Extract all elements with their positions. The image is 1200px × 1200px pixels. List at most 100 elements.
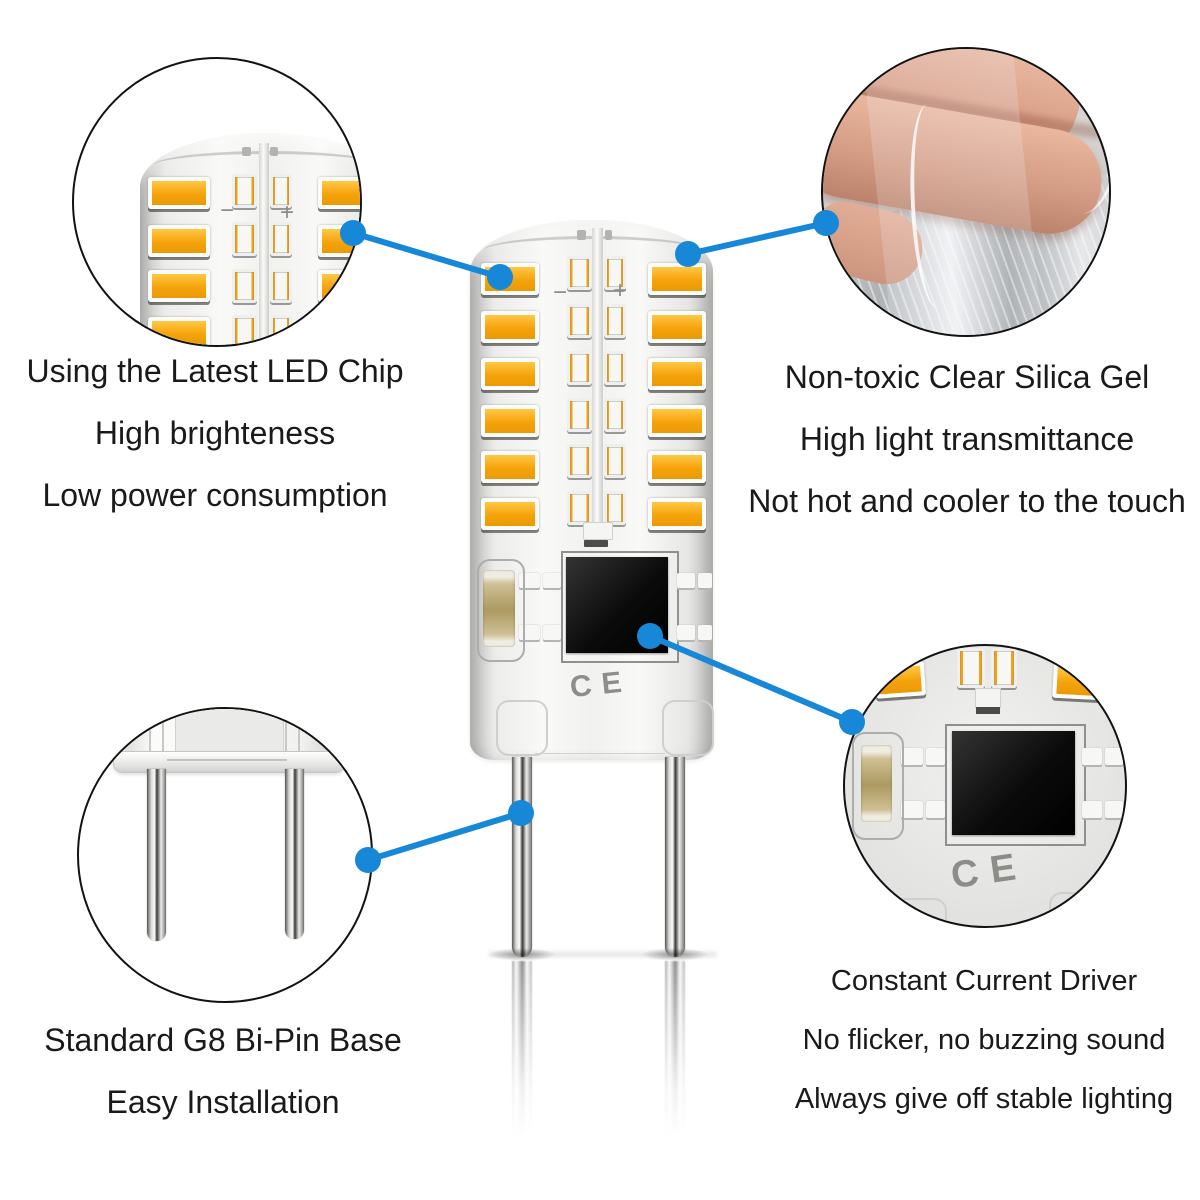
led-chip [318,177,360,209]
capacitor-outline [477,559,525,662]
led-chip [873,661,927,699]
feature-line: Not hot and cooler to the touch [748,483,1186,519]
base-cutout [662,700,714,756]
base-cutout [891,898,947,926]
capacitor [483,570,515,647]
capacitor [861,745,892,822]
feature-line: Standard G8 Bi-Pin Base [44,1022,402,1058]
led-chip [481,358,539,390]
chip-leg [926,801,945,818]
bulb-top-notch [577,230,586,240]
pin-magnified-right [285,769,304,939]
led-chip-side [567,351,592,385]
led-chip [648,263,706,295]
led-chip-side [604,398,626,432]
chip-leg [698,573,712,588]
led-chip [648,498,706,530]
led-chip [481,311,539,343]
chip-leg [901,748,923,765]
chip-leg [901,801,923,818]
floor-shadow [489,952,717,957]
pin-reflection [665,961,685,1136]
led-chip [481,498,539,530]
feature-text-led-chip: Using the Latest LED Chip High brightene… [0,354,430,540]
connector-bipin-base [355,800,534,873]
led-chip [648,405,706,437]
bulb-gloss-line [154,151,360,180]
led-chip-side [567,256,592,290]
feature-line: Always give off stable lighting [794,1083,1174,1115]
feature-line: High light transmittance [799,421,1135,457]
driver-chip [566,557,668,653]
base-panel [175,709,284,754]
led-chip-side [957,648,985,688]
led-chip-side [270,222,292,256]
led-chip-side [232,222,257,256]
pin-magnified-left [147,769,166,941]
chip-leg [698,625,712,640]
chip-leg [926,748,945,765]
base-ledge [113,751,345,773]
chip-leg [1082,748,1102,765]
led-chip [318,225,360,257]
led-chip-side [270,269,292,303]
led-chip-side [232,174,257,208]
strip-end-cap [584,540,608,547]
led-chip [148,317,210,345]
led-chip-side [270,174,292,208]
led-chip [648,311,706,343]
chip-leg [677,625,695,640]
led-center-strip [592,228,603,544]
feature-line: Non-toxic Clear Silica Gel [784,359,1150,395]
led-chip [648,358,706,390]
driver-chip [952,731,1075,835]
led-chip [318,270,360,302]
feature-text-base: Standard G8 Bi-Pin Base Easy Installatio… [8,1023,438,1147]
pin-holder-line [298,709,300,755]
led-chip [481,405,539,437]
feature-line: High brighteness [94,415,336,451]
led-chip-side [604,256,626,290]
polarity-minus: − [220,197,235,224]
bulb-top-notch [242,147,251,156]
led-chip [1052,662,1105,701]
chip-leg [1105,748,1123,765]
led-chip-side [991,648,1017,688]
polarity-minus: − [553,279,568,306]
feature-line: Low power consumption [42,477,388,513]
feature-text-silica-gel: Non-toxic Clear Silica Gel High light tr… [737,360,1197,546]
led-chip-side [604,491,626,525]
pin-shadow [488,948,556,961]
strip-end-cap [976,707,1000,714]
led-chip [318,317,360,345]
chip-leg [543,573,561,588]
led-chip [148,225,210,257]
led-chip-side [270,315,292,345]
feature-line: Using the Latest LED Chip [26,353,404,389]
pin-shadow [641,948,709,961]
ce-mark: CE [948,844,1031,898]
feature-line: No flicker, no buzzing sound [802,1024,1166,1056]
pin-holder-line [149,709,151,755]
led-chip-side [232,315,257,345]
bulb-pin-right [665,757,685,957]
chip-leg [1105,801,1123,818]
ledge-seam [167,759,287,761]
led-chip-side [232,269,257,303]
feature-line: Easy Installation [106,1084,340,1120]
led-center-strip [259,143,269,345]
base-cutout [1049,892,1105,926]
chip-leg [1082,801,1102,818]
polarity-plus: + [613,277,628,304]
base-cutout [496,700,548,756]
polarity-plus: + [280,199,295,226]
callout-circle-silica-gel [821,47,1111,337]
callout-circle-driver: CE [843,644,1127,928]
led-chip-side [567,491,592,525]
led-chip [481,451,539,483]
feature-line: Constant Current Driver [830,965,1138,997]
bulb-top-notch [270,147,278,156]
pin-reflection [512,961,532,1136]
led-chip [148,270,210,302]
